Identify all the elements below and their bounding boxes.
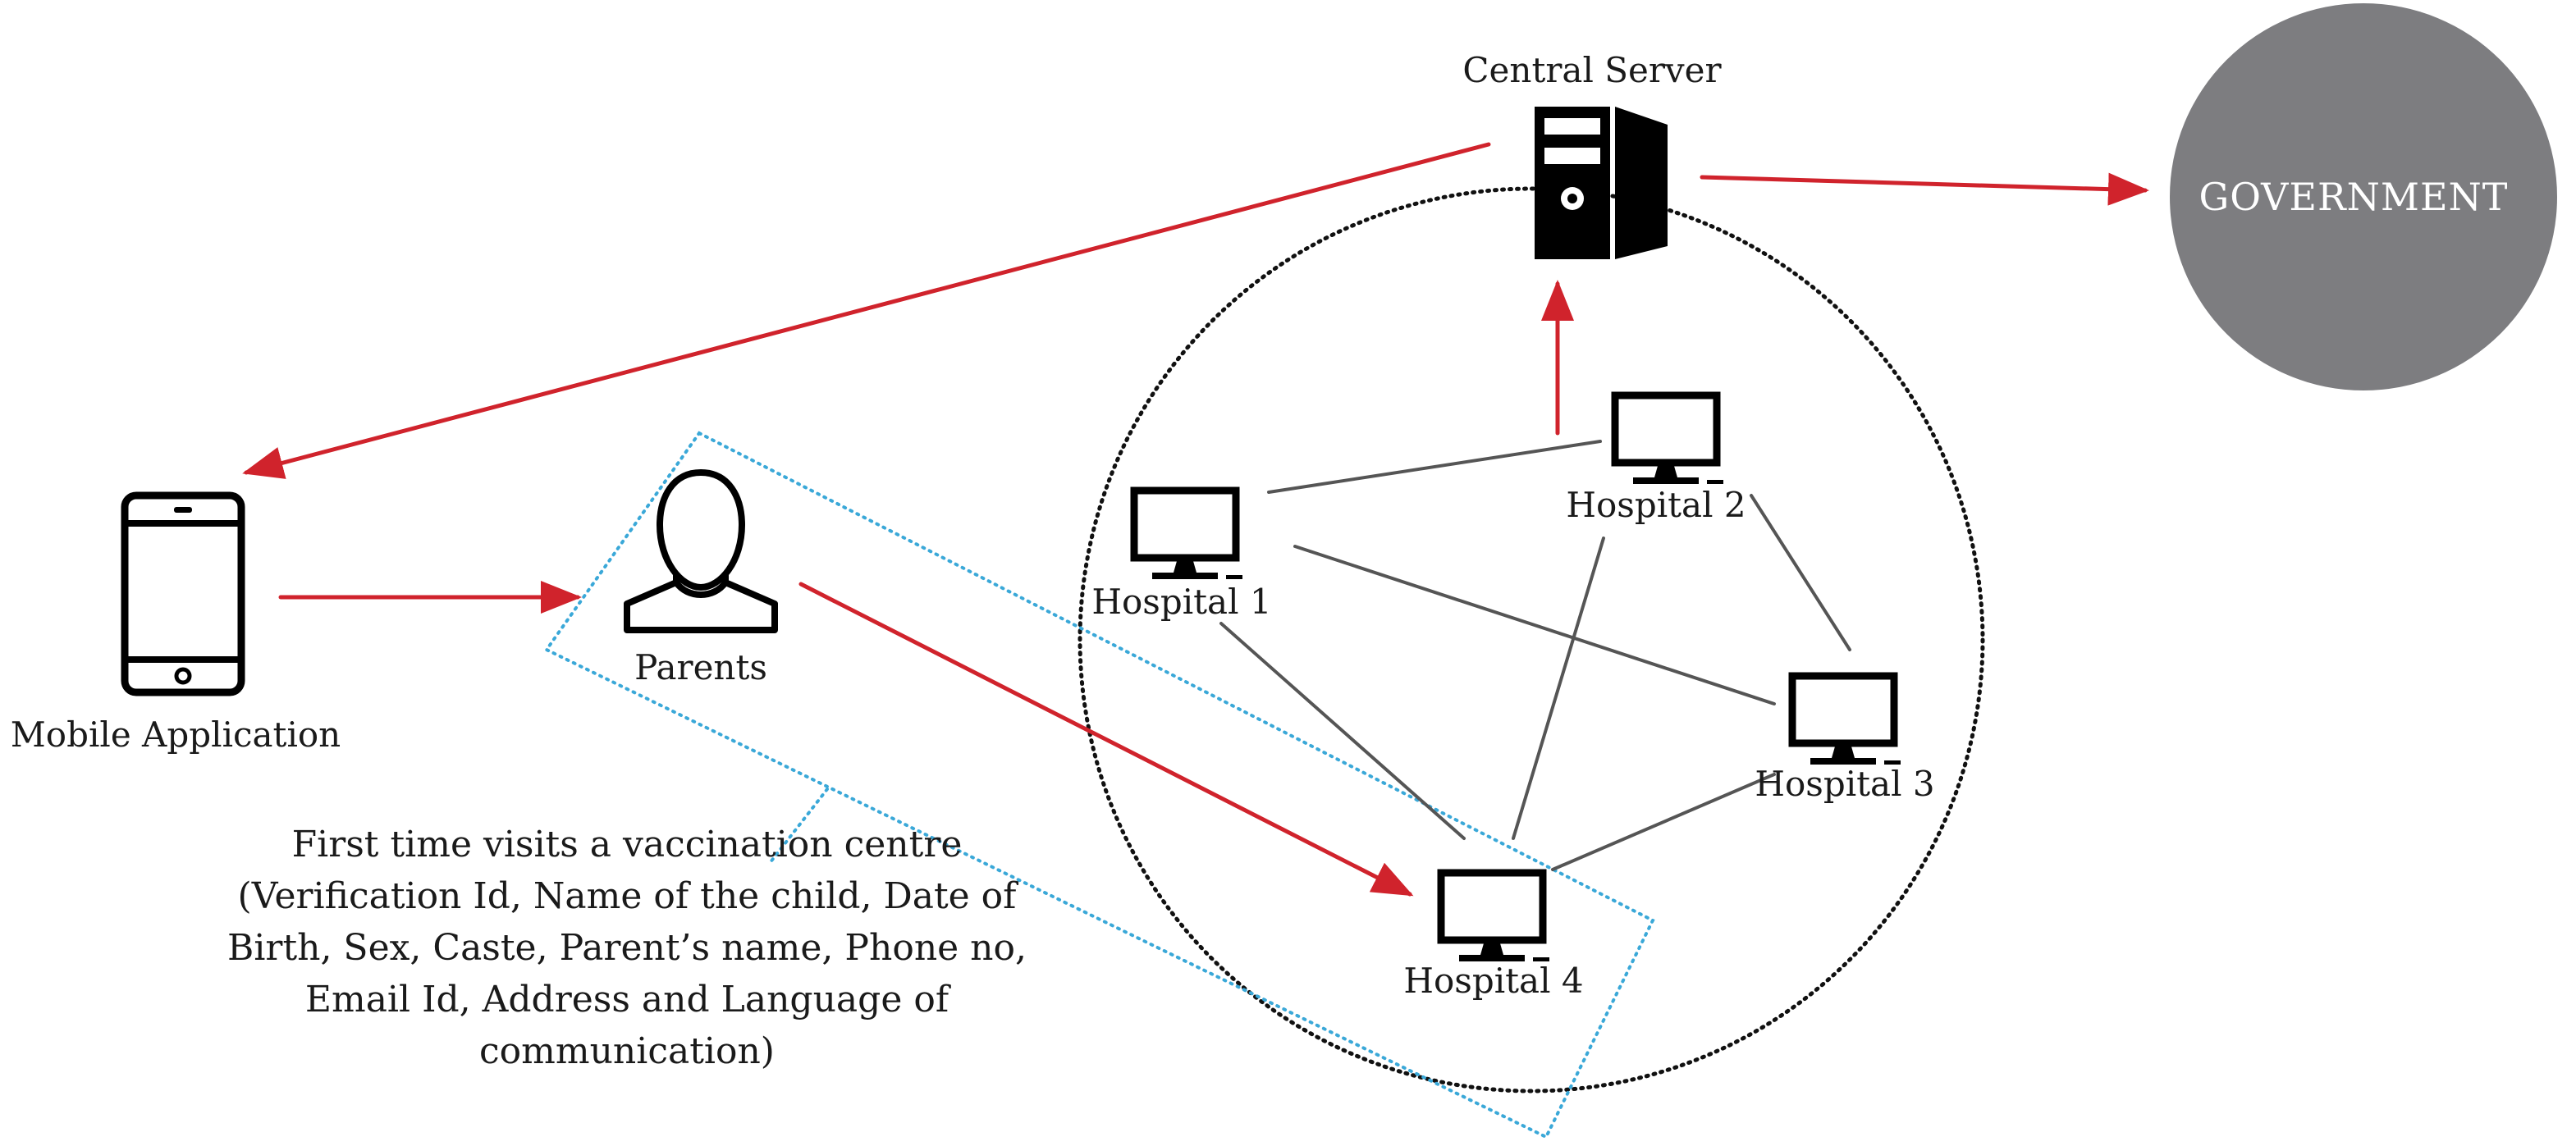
- data-flow-arrows: [242, 142, 2149, 897]
- smartphone-icon: [121, 491, 245, 696]
- link-h2-h4: [1512, 536, 1605, 840]
- hospital-links: [1219, 440, 1851, 871]
- government-label: GOVERNMENT: [2199, 175, 2509, 219]
- mobile-application-label: Mobile Application: [11, 715, 341, 755]
- government-circle: [2170, 3, 2557, 390]
- desktop-computer-icon: [1615, 395, 1723, 484]
- hospital-network-ring: [1078, 186, 1985, 1093]
- note-line-1: First time visits a vaccination centre: [292, 824, 963, 865]
- arrow-server-to-mobile: [242, 142, 1491, 479]
- desktop-computer-icon: [1134, 491, 1242, 579]
- desktop-computer-icon: [1792, 676, 1901, 765]
- arrow-parents-to-hospital4: [798, 582, 1414, 897]
- highlight-box-connector: [768, 788, 829, 865]
- note-line-2: (Verification Id, Name of the child, Dat…: [238, 875, 1019, 917]
- central-server-label: Central Server: [1462, 50, 1722, 90]
- hospital-1-label: Hospital 1: [1091, 582, 1271, 622]
- hospital-3: Hospital 3: [1755, 676, 1935, 804]
- note-line-3: Birth, Sex, Caste, Parent’s name, Phone …: [227, 927, 1027, 969]
- desktop-computer-icon: [1441, 873, 1549, 961]
- visit-highlight-box: [544, 431, 1655, 1139]
- parents-label: Parents: [634, 647, 767, 687]
- link-h1-h4: [1219, 622, 1466, 840]
- hospital-1: Hospital 1: [1091, 491, 1272, 622]
- link-h1-h2: [1267, 440, 1602, 494]
- hospital-3-label: Hospital 3: [1755, 764, 1934, 804]
- link-h2-h3: [1750, 494, 1851, 651]
- server-tower-icon: [1535, 107, 1668, 259]
- hospital-2: Hospital 2: [1566, 395, 1746, 525]
- link-h3-h4: [1551, 773, 1776, 871]
- hospital-4-label: Hospital 4: [1403, 961, 1583, 1001]
- hospital-4: Hospital 4: [1403, 873, 1584, 1001]
- hospital-2-label: Hospital 2: [1566, 485, 1746, 525]
- arrow-server-to-government: [1700, 172, 2149, 206]
- link-h1-h3: [1293, 545, 1776, 705]
- note-line-4: Email Id, Address and Language of: [305, 979, 951, 1020]
- first-visit-note: First time visits a vaccination centre (…: [227, 824, 1027, 1072]
- person-icon: [624, 469, 778, 633]
- note-line-5: communication): [479, 1030, 775, 1072]
